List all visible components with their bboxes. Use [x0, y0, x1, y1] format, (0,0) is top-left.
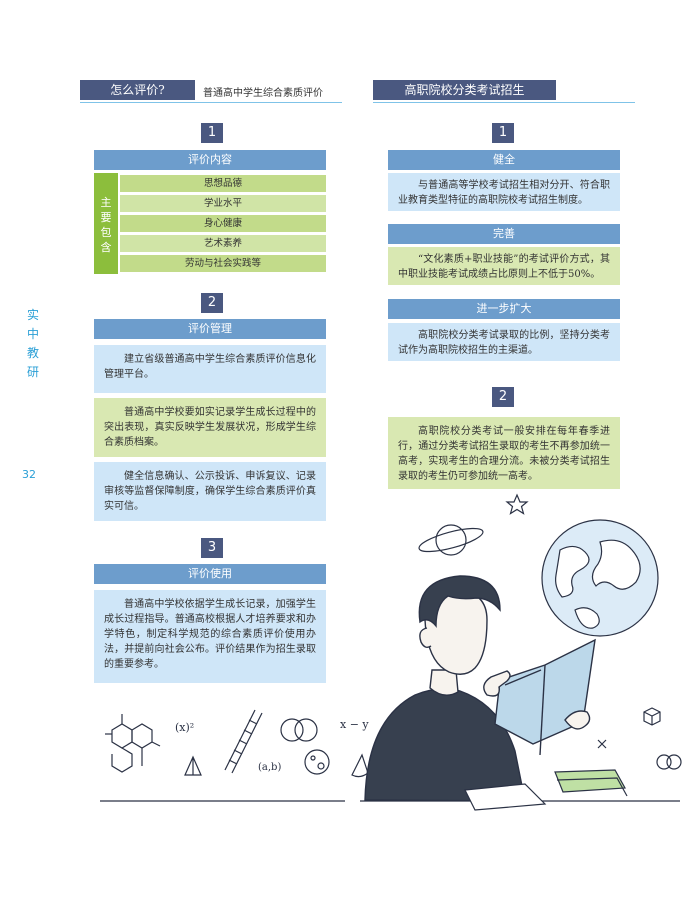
- right-section-number-2: 2: [492, 387, 514, 407]
- formula-subtract: x − y: [340, 718, 369, 731]
- main-include-label: 主要包含: [94, 173, 118, 274]
- perfect-text: “文化素质+职业技能”的考试评价方式，其中职业技能考试成绩占比原则上不低于50%…: [388, 247, 620, 285]
- right-header-rule: [373, 102, 635, 103]
- cube-icon: [643, 707, 661, 726]
- right-section-header: 高职院校分类考试招生: [373, 80, 556, 100]
- paper-sheet: [464, 783, 547, 811]
- star-icon: [505, 493, 529, 515]
- prism-icon: [184, 755, 202, 776]
- evaluation-use-title: 评价使用: [94, 564, 326, 584]
- evaluation-content-title: 评价内容: [94, 150, 326, 170]
- content-item-academic: 学业水平: [120, 195, 326, 212]
- left-header-rule: [80, 102, 342, 103]
- management-paragraph-1: 建立省级普通高中学生综合素质评价信息化管理平台。: [94, 345, 326, 393]
- formula-square: (x)²: [175, 721, 194, 734]
- left-section-number-2: 2: [201, 293, 223, 313]
- venn-diagram-icon: [280, 718, 318, 742]
- venn-diagram-small-icon: [656, 754, 682, 770]
- left-section-header: 怎么评价?: [80, 80, 195, 100]
- management-paragraph-3: 健全信息确认、公示投诉、申诉复议、记录审核等监督保障制度，确保学生综合素质评价真…: [94, 462, 326, 521]
- evaluation-management-title: 评价管理: [94, 319, 326, 339]
- student-reading-illustration: (x)² x − y (a,b): [100, 493, 682, 811]
- expand-text: 高职院校分类考试录取的比例，坚持分类考试作为高职院校招生的主渠道。: [388, 323, 620, 361]
- improve-text: 与普通高等学校考试招生相对分开、符合职业教育类型特征的高职院校考试招生制度。: [388, 173, 620, 211]
- globe-icon: [541, 519, 659, 637]
- main-include-text: 主要包含: [100, 196, 112, 254]
- planet-ring-icon: [418, 524, 484, 556]
- management-paragraph-2: 普通高中学校要如实记录学生成长过程中的突出表现，真实反映学生发展状况，形成学生综…: [94, 398, 326, 457]
- stacked-book: [554, 769, 626, 793]
- dna-icon: [224, 709, 263, 774]
- improve-title: 健全: [388, 150, 620, 170]
- use-paragraph: 普通高中学校依据学生成长记录，加强学生成长过程指导。普通高校根据人才培养要求和办…: [94, 590, 326, 683]
- cone-icon: [351, 753, 369, 778]
- left-section-number-1: 1: [201, 123, 223, 143]
- expand-title: 进一步扩大: [388, 299, 620, 319]
- perfect-title: 完善: [388, 224, 620, 244]
- content-item-art: 艺术素养: [120, 235, 326, 252]
- left-section-number-3: 3: [201, 538, 223, 558]
- page-number: 32: [22, 468, 36, 481]
- right-section-number-1: 1: [492, 123, 514, 143]
- arrangement-text: 高职院校分类考试一般安排在每年春季进行，通过分类考试招生录取的考生不再参加统一高…: [388, 417, 620, 489]
- formula-pair: (a,b): [258, 762, 281, 773]
- side-column-label: 实中教研: [26, 308, 39, 379]
- molecule-icon: [105, 714, 161, 773]
- student-figure: [364, 575, 596, 802]
- content-item-moral: 思想品德: [120, 175, 326, 192]
- moon-icon: [304, 749, 330, 775]
- content-item-health: 身心健康: [120, 215, 326, 232]
- left-section-subtitle: 普通高中学生综合素质评价: [203, 88, 323, 99]
- content-item-labor: 劳动与社会实践等: [120, 255, 326, 272]
